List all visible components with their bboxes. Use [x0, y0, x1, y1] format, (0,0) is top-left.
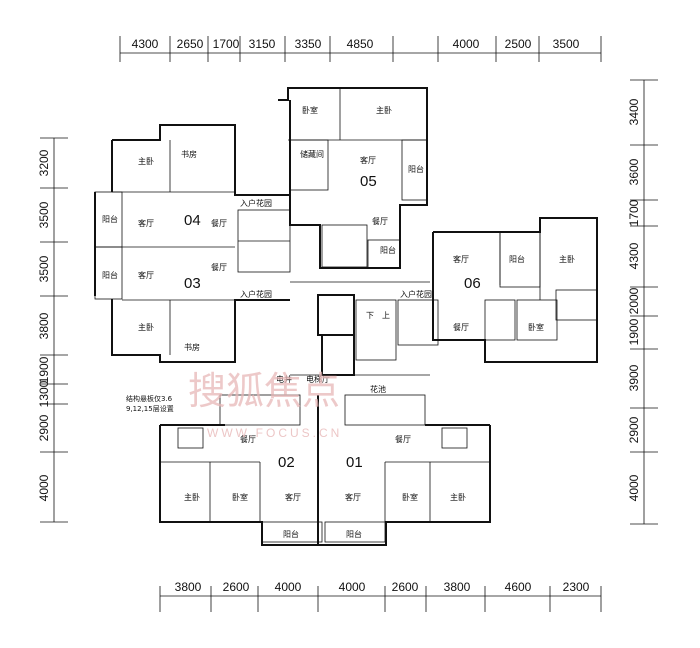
u05-bedroom: 卧室: [302, 105, 318, 115]
u04-entry-garden: 入户花园: [240, 198, 272, 208]
left-dim-2: 3500: [37, 201, 51, 228]
u02-living-room: 客厅: [285, 492, 301, 502]
garden-bed: 花池: [370, 384, 386, 394]
watermark-logo: 搜狐焦点: [188, 369, 340, 413]
unit-04-label: 04: [184, 212, 201, 229]
u03-entry-garden: 入户花园: [240, 289, 272, 299]
u05-cloakroom: 储藏间: [300, 149, 324, 159]
u03-living-room: 客厅: [138, 270, 154, 280]
stair-down: 下: [366, 311, 374, 320]
unit-06-label: 06: [464, 275, 481, 292]
left-dim-5: 1900: [37, 356, 51, 383]
right-dim-9: 4000: [627, 474, 641, 501]
u01-master-bedroom: 主卧: [450, 492, 466, 502]
bottom-dim-6: 3800: [444, 580, 471, 594]
u04-master-bedroom: 主卧: [138, 156, 154, 166]
right-dim-7: 3900: [627, 364, 641, 391]
top-dim-4: 3150: [249, 37, 276, 51]
u01-balcony: 阳台: [346, 529, 362, 539]
building-walls: [94, 87, 598, 546]
left-dim-6: 1300: [37, 380, 51, 407]
u02-bedroom: 卧室: [232, 492, 248, 502]
u03-balcony: 阳台: [102, 270, 118, 280]
unit-03-label: 03: [184, 275, 201, 292]
top-dim-9: 3500: [553, 37, 580, 51]
unit-01-label: 01: [346, 454, 363, 471]
top-dim-2: 2650: [177, 37, 204, 51]
u04-study: 书房: [181, 149, 197, 159]
bottom-dimension-line: 3800 2600 4000 4000 2600 3800 4600 2300: [159, 580, 602, 612]
bottom-dim-1: 3800: [175, 580, 202, 594]
left-dim-4: 3800: [37, 312, 51, 339]
u01-living-room: 客厅: [345, 492, 361, 502]
u06-dining-room: 餐厅: [453, 323, 469, 332]
bottom-dim-7: 4600: [505, 580, 532, 594]
u05-rear-balcony: 阳台: [380, 245, 396, 255]
right-dim-6: 1900: [627, 318, 641, 345]
u05-master-bedroom: 主卧: [376, 105, 392, 115]
left-dim-3: 3500: [37, 255, 51, 282]
u06-entry-garden: 入户花园: [400, 289, 432, 299]
left-dim-7: 2900: [37, 414, 51, 441]
structure-note-line1: 结构悬板仅3.6: [126, 394, 173, 403]
right-dim-3: 1700: [627, 199, 641, 226]
bottom-dim-8: 2300: [563, 580, 590, 594]
right-dim-8: 2900: [627, 416, 641, 443]
right-dim-1: 3400: [627, 98, 641, 125]
top-dim-7: 4000: [453, 37, 480, 51]
bottom-dim-4: 4000: [339, 580, 366, 594]
right-dim-2: 3600: [627, 158, 641, 185]
right-dim-5: 2000: [627, 287, 641, 314]
top-dim-1: 4300: [132, 37, 159, 51]
elevator-shaft: 电井: [276, 374, 292, 384]
top-dim-8: 2500: [505, 37, 532, 51]
right-dim-4: 4300: [627, 242, 641, 269]
unit-05-label: 05: [360, 173, 377, 190]
u05-dining-room: 餐厅: [372, 217, 388, 226]
left-dim-8: 4000: [37, 474, 51, 501]
u03-master-bedroom: 主卧: [138, 322, 154, 332]
structure-note-line2: 9,12,15层设置: [126, 404, 174, 413]
unit-02-label: 02: [278, 454, 295, 471]
u01-dining-room: 餐厅: [395, 435, 411, 444]
u04-balcony: 阳台: [102, 214, 118, 224]
u02-dining-room: 餐厅: [240, 435, 256, 444]
u04-living-room: 客厅: [138, 218, 154, 228]
left-dimension-line: 3200 3500 3500 3800 1900 1300 2900 4000: [37, 137, 68, 523]
u03-dining-room: 餐厅: [211, 263, 227, 272]
top-dim-6: 4850: [347, 37, 374, 51]
elevator-hall: 电梯厅: [306, 374, 330, 384]
u06-bedroom: 卧室: [528, 322, 544, 332]
bottom-dim-2: 2600: [223, 580, 250, 594]
stair-up: 上: [382, 311, 390, 320]
room-labels: 主卧 书房 阳台 客厅 餐厅 入户花园 阳台 客厅 餐厅 入户花园 主卧 书房 …: [102, 105, 575, 539]
right-dimension-line: 3400 3600 1700 4300 2000 1900 3900 2900 …: [627, 79, 658, 525]
u03-study: 书房: [184, 342, 200, 352]
u02-balcony: 阳台: [283, 529, 299, 539]
u06-living-room: 客厅: [453, 254, 469, 264]
top-dimension-line: 4300 2650 1700 3150 3350 4850 4000 2500 …: [119, 36, 602, 62]
top-dim-3: 1700: [213, 37, 240, 51]
u01-bedroom: 卧室: [402, 492, 418, 502]
left-dim-1: 3200: [37, 149, 51, 176]
bottom-dim-5: 2600: [392, 580, 419, 594]
u06-master-bedroom: 主卧: [559, 254, 575, 264]
watermark-url: WWW.FOCUS.CN: [207, 426, 342, 440]
u05-living-room: 客厅: [360, 155, 376, 165]
u02-master-bedroom: 主卧: [184, 492, 200, 502]
u06-balcony: 阳台: [509, 254, 525, 264]
top-dim-5: 3350: [295, 37, 322, 51]
u04-dining-room: 餐厅: [211, 219, 227, 228]
u05-balcony: 阳台: [408, 164, 424, 174]
bottom-dim-3: 4000: [275, 580, 302, 594]
